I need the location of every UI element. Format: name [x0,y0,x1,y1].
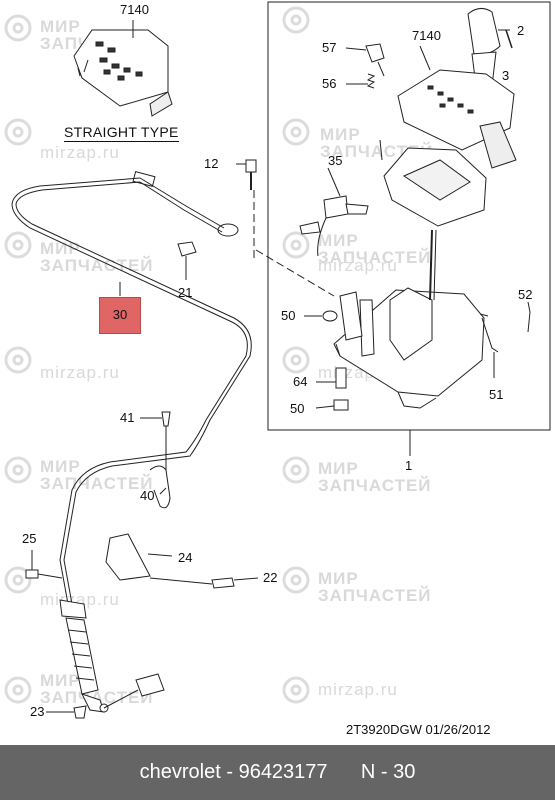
watermark-url: mirzap.ru [318,680,398,699]
watermark-url: mirzap.ru [40,143,120,162]
callout-57: 57 [322,40,337,55]
assembly-frame [267,1,551,431]
cable-clip [149,465,171,509]
footer-bar: chevrolet - 96423177 N - 30 [0,745,555,800]
callout-41: 41 [120,410,135,425]
callout-3: 3 [502,68,510,83]
callout-52: 52 [518,287,533,302]
callout-22: 22 [263,570,278,585]
watermark-url: mirzap.ru [40,363,120,382]
shift-cable [11,170,252,713]
callout-7140: 7140 [412,28,441,43]
footer-text: chevrolet - 96423177 N - 30 [139,761,416,783]
callout-7140: 7140 [120,2,149,17]
diagram-drawing [4,1,551,719]
watermark-url: mirzap.ru [318,256,398,275]
reference-code: 2T3920DGW 01/26/2012 [346,722,491,737]
callout-1: 1 [405,458,413,473]
callout-35: 35 [328,153,343,168]
straight-type-plate [73,29,173,117]
callout-25: 25 [22,531,37,546]
watermark-logo-icons [4,6,310,704]
callout-40: 40 [140,488,155,503]
callout-51: 51 [489,387,504,402]
highlighted-part-30: 30 [99,297,141,334]
leader-lines [46,29,531,713]
callout-56: 56 [322,76,337,91]
callout-64: 64 [293,374,308,389]
callout-24: 24 [178,550,193,565]
callout-50: 50 [290,401,305,416]
watermark-url: mirzap.ru [40,590,120,609]
callout-2: 2 [517,23,525,38]
cable-bracket [105,533,151,581]
variant-label: STRAIGHT TYPE [64,124,179,142]
shifter-assembly [299,8,531,411]
callout-50: 50 [281,308,296,323]
callout-21: 21 [178,285,193,300]
callout-12: 12 [204,156,219,171]
callout-23: 23 [30,704,45,719]
